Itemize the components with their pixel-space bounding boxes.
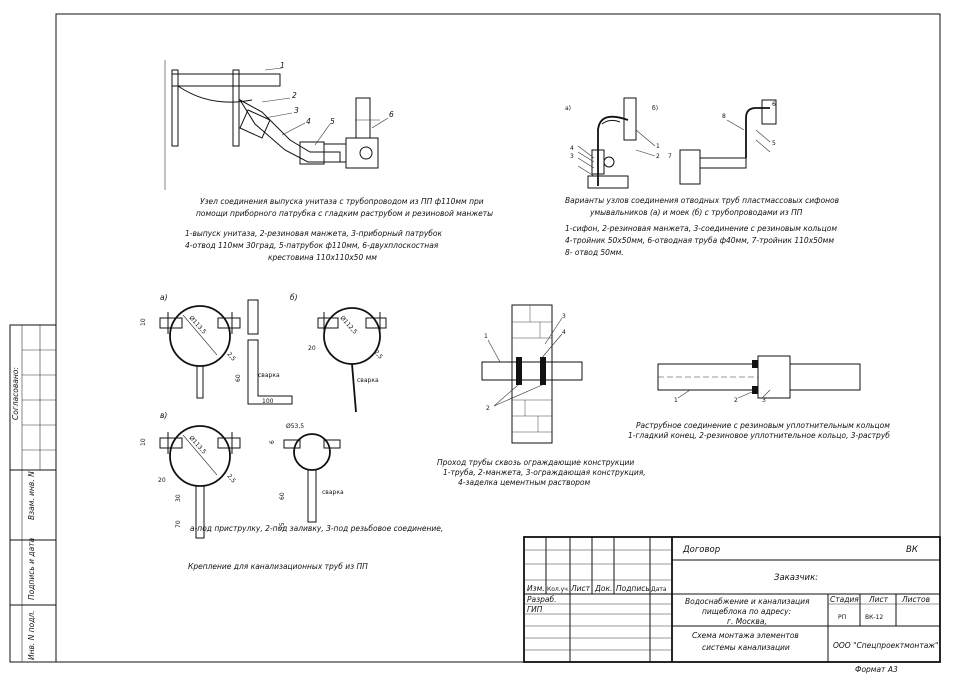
toilet-callout-3: 3 <box>294 106 299 115</box>
clamp-g-diameter: Ø53,5 <box>286 423 304 430</box>
clamp-title: Крепление для канализационных труб из ПП <box>188 562 368 571</box>
socket-joint-drawing: 1 2 3 <box>657 355 861 404</box>
clamp-a-diameter: Ø113,5 <box>188 315 208 336</box>
wall-title-1: Проход трубы сквозь ограждающие конструк… <box>437 458 634 467</box>
siphon-legend-3: 8- отвод 50мм. <box>565 248 624 257</box>
siphon-a-callout-1: 1 <box>656 143 660 150</box>
wall-callout-2: 2 <box>486 405 490 412</box>
siphon-b-callout-7: 7 <box>668 153 672 160</box>
clamp-v-dim-20: 20 <box>158 477 166 484</box>
clamp-g-dim-60: 60 <box>279 492 286 500</box>
wall-passage-drawing: 1 2 3 4 <box>481 304 583 444</box>
socket-callout-3: 3 <box>762 397 766 404</box>
wall-callout-4: 4 <box>562 329 566 336</box>
tb-sheet-1: Схема монтажа элементов <box>692 631 799 640</box>
clamp-note: а-под приструлку, 2-под заливку, 3-под р… <box>190 524 443 533</box>
clamp-a-dim-25: 2,5 <box>225 351 237 363</box>
clamp-g-dim-6: 6 <box>269 440 276 444</box>
clamp-b-dim-25: 2,5 <box>372 349 384 361</box>
tb-project-3: г. Москва, <box>727 617 767 626</box>
clamp-v-diameter: Ø113,5 <box>188 435 208 456</box>
toilet-callout-5: 5 <box>330 117 335 126</box>
toilet-callout-4: 4 <box>306 117 311 126</box>
wall-title-2: 1-труба, 2-манжета, 3-ограждающая констр… <box>443 468 646 477</box>
side-stamp-inv-podl: Инв. N подл. <box>27 610 36 660</box>
clamp-g-svarka: сварка <box>322 489 344 496</box>
toilet-legend-2: 4-отвод 110мм 30град, 5-патрубок ф110мм,… <box>185 241 439 250</box>
tb-gip: ГИП <box>527 605 543 614</box>
title-block: Изм. Кол.уч Лист Док. Подпись Дата Разра… <box>523 536 941 663</box>
clamp-label-a: а) <box>160 293 168 302</box>
clamp-g-dim-55: 55 <box>279 522 286 530</box>
tb-stadia: РП <box>838 614 846 621</box>
siphon-b-callout-6: 6 <box>772 101 776 108</box>
clamp-v-dim-70: 70 <box>175 520 182 528</box>
side-stamp-podpis-data: Подпись и дата <box>27 537 36 600</box>
siphon-b-callout-5: 5 <box>772 140 776 147</box>
wall-callout-1: 1 <box>484 333 488 340</box>
toilet-legend-1: 1-выпуск унитаза, 2-резиновая манжета, 3… <box>185 229 442 238</box>
tb-col-list: Лист <box>570 584 591 593</box>
siphon-legend-2: 4-тройник 50х50мм, 6-отводная труба ф40м… <box>565 236 834 245</box>
clamp-label-b: б) <box>290 293 298 302</box>
side-stamp: Согласовано: Взам. инв. N Подпись и дата… <box>9 324 57 663</box>
format-label: Формат А3 <box>855 665 898 674</box>
clamp-b-diameter: Ø112,5 <box>339 315 359 336</box>
clamp-b-svarka: сварка <box>357 377 379 384</box>
tb-col-koluch: Кол.уч <box>547 586 568 593</box>
siphon-label-a: а) <box>565 105 571 112</box>
toilet-legend-3: крестовина 110х110х50 мм <box>268 253 377 262</box>
siphon-variants-drawing: а) б) 4 3 1 2 8 7 6 5 <box>565 97 777 189</box>
siphon-b-callout-8: 8 <box>722 113 726 120</box>
side-stamp-soglasovano: Согласовано: <box>11 367 20 420</box>
tb-col-dok: Док. <box>594 584 612 593</box>
siphon-title-1: Варианты узлов соединения отводных труб … <box>565 196 839 205</box>
tb-stadia-header: Стадия <box>830 595 859 604</box>
tb-col-podpis: Подпись <box>616 584 650 593</box>
toilet-callout-6: 6 <box>389 110 394 119</box>
tb-zakazchik: Заказчик: <box>774 573 818 583</box>
tb-listov-header: Листов <box>901 595 930 604</box>
side-stamp-vzam-inv: Взам. инв. N <box>27 471 36 520</box>
tb-project-2: пищеблока по адресу: <box>702 607 791 616</box>
wall-callout-3: 3 <box>562 313 566 320</box>
tb-project-1: Водоснабжение и канализация <box>685 597 810 606</box>
clamp-a-dim-100: 100 <box>262 398 274 405</box>
clamp-v-dim-25: 2,5 <box>225 473 237 485</box>
siphon-label-b: б) <box>652 105 658 112</box>
tb-col-izm: Изм. <box>527 584 545 593</box>
siphon-title-2: умывальников (а) и моек (б) с трубопрово… <box>589 208 803 217</box>
clamp-v-dim-30: 30 <box>175 494 182 502</box>
tb-razrab: Разраб. <box>527 595 556 604</box>
clamp-drawings: а) Ø113,5 10 2,5 сварка 60 100 б) Ø112,5… <box>140 293 387 539</box>
siphon-a-callout-4: 4 <box>570 145 574 152</box>
socket-title-2: 1-гладкий конец, 2-резиновое уплотнитель… <box>628 431 890 440</box>
clamp-a-dim-60: 60 <box>235 374 242 382</box>
socket-title-1: Раструбное соединение с резиновым уплотн… <box>636 421 890 430</box>
tb-dogovor: Договор <box>682 545 720 555</box>
siphon-a-callout-3: 3 <box>570 153 574 160</box>
clamp-b-dim-20: 20 <box>308 345 316 352</box>
tb-col-data: Дата <box>651 586 667 593</box>
socket-callout-1: 1 <box>674 397 678 404</box>
clamp-a-svarka: сварка <box>258 372 280 379</box>
tb-list: ВК-12 <box>865 614 883 621</box>
clamp-label-v: в) <box>160 411 167 420</box>
wall-title-3: 4-заделка цементным раствором <box>458 478 591 487</box>
siphon-legend-1: 1-сифон, 2-резиновая манжета, 3-соединен… <box>565 224 837 233</box>
toilet-title-1: Узел соединения выпуска унитаза с трубоп… <box>200 197 484 206</box>
tb-sheet-2: системы канализации <box>702 643 790 652</box>
socket-callout-2: 2 <box>734 397 738 404</box>
toilet-callout-1: 1 <box>280 61 285 70</box>
tb-company: ООО "Спецпроектмонтаж" <box>833 641 939 650</box>
siphon-a-callout-2: 2 <box>656 153 660 160</box>
clamp-a-dim-10: 10 <box>140 318 147 326</box>
toilet-title-2: помощи приборного патрубка с гладким рас… <box>196 209 493 218</box>
tb-code: ВК <box>906 545 919 555</box>
toilet-callout-2: 2 <box>292 91 297 100</box>
toilet-connection-drawing: 1 2 3 4 5 6 <box>164 60 394 190</box>
clamp-v-dim-10: 10 <box>140 438 147 446</box>
tb-list-header: Лист <box>868 595 889 604</box>
